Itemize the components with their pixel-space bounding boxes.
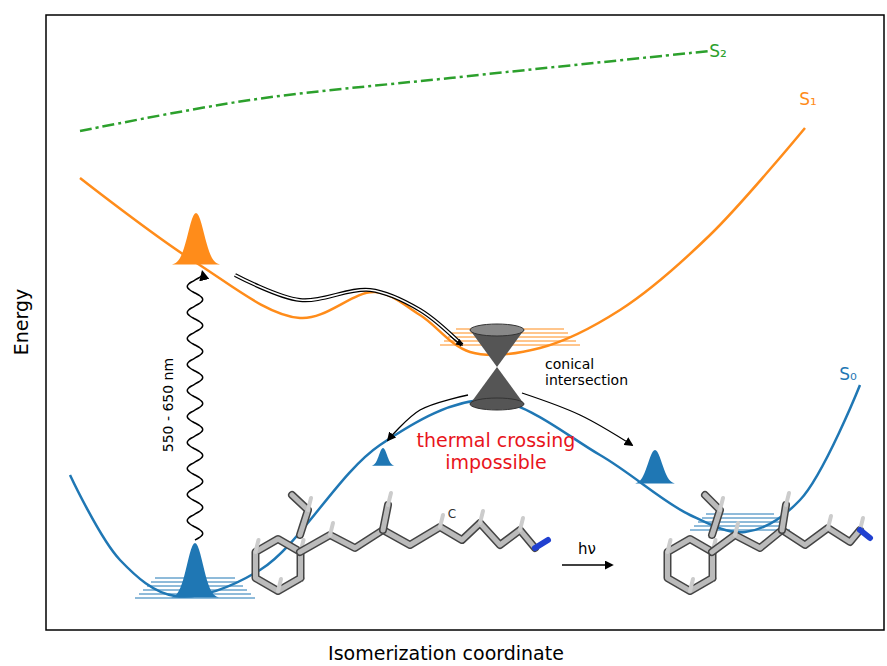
relaxation-arrow [235,275,462,345]
relaxation-arrow [450,336,462,345]
retinal-molecule [705,495,723,535]
s2-curve [80,51,710,131]
wavelength-label: 550 - 650 nm [160,358,176,452]
wavepacket [371,448,395,466]
axis-title: Isomerization coordinate [328,643,564,665]
vibrational-levels [690,530,790,531]
annotation: thermal crossing impossible [409,430,584,474]
retinal-molecule [383,493,391,530]
wavepacket [171,543,219,597]
s0-curve [70,385,860,597]
wavepacket [172,213,220,264]
state-label: S₀ [839,365,857,385]
relaxation-arrow [235,275,462,345]
retinal-molecule [667,539,715,591]
conical-intersection-symbol [470,324,524,410]
photon-label: hν [578,541,596,558]
retinal-molecule [300,511,535,552]
wavepacket [634,450,675,484]
plot-frame [46,15,884,630]
nitrogen-atom [860,530,870,538]
retinal-molecule [255,539,303,591]
atom-label: C [448,508,456,522]
retinal-molecule [712,516,863,552]
photon-excitation [187,272,202,540]
state-label: S₁ [799,90,817,110]
vibrational-levels [694,526,786,527]
nitrogen-atom [535,540,548,548]
state-label: S₂ [709,42,727,62]
vibrational-levels [698,522,782,523]
vibrational-levels [135,598,255,599]
retinal-molecule [292,495,311,535]
reaction-arrow [562,564,612,566]
annotation: conical intersection [545,356,635,388]
axis-title: Energy [11,289,33,356]
retinal-molecule [782,493,789,530]
s1-curve [80,128,805,355]
